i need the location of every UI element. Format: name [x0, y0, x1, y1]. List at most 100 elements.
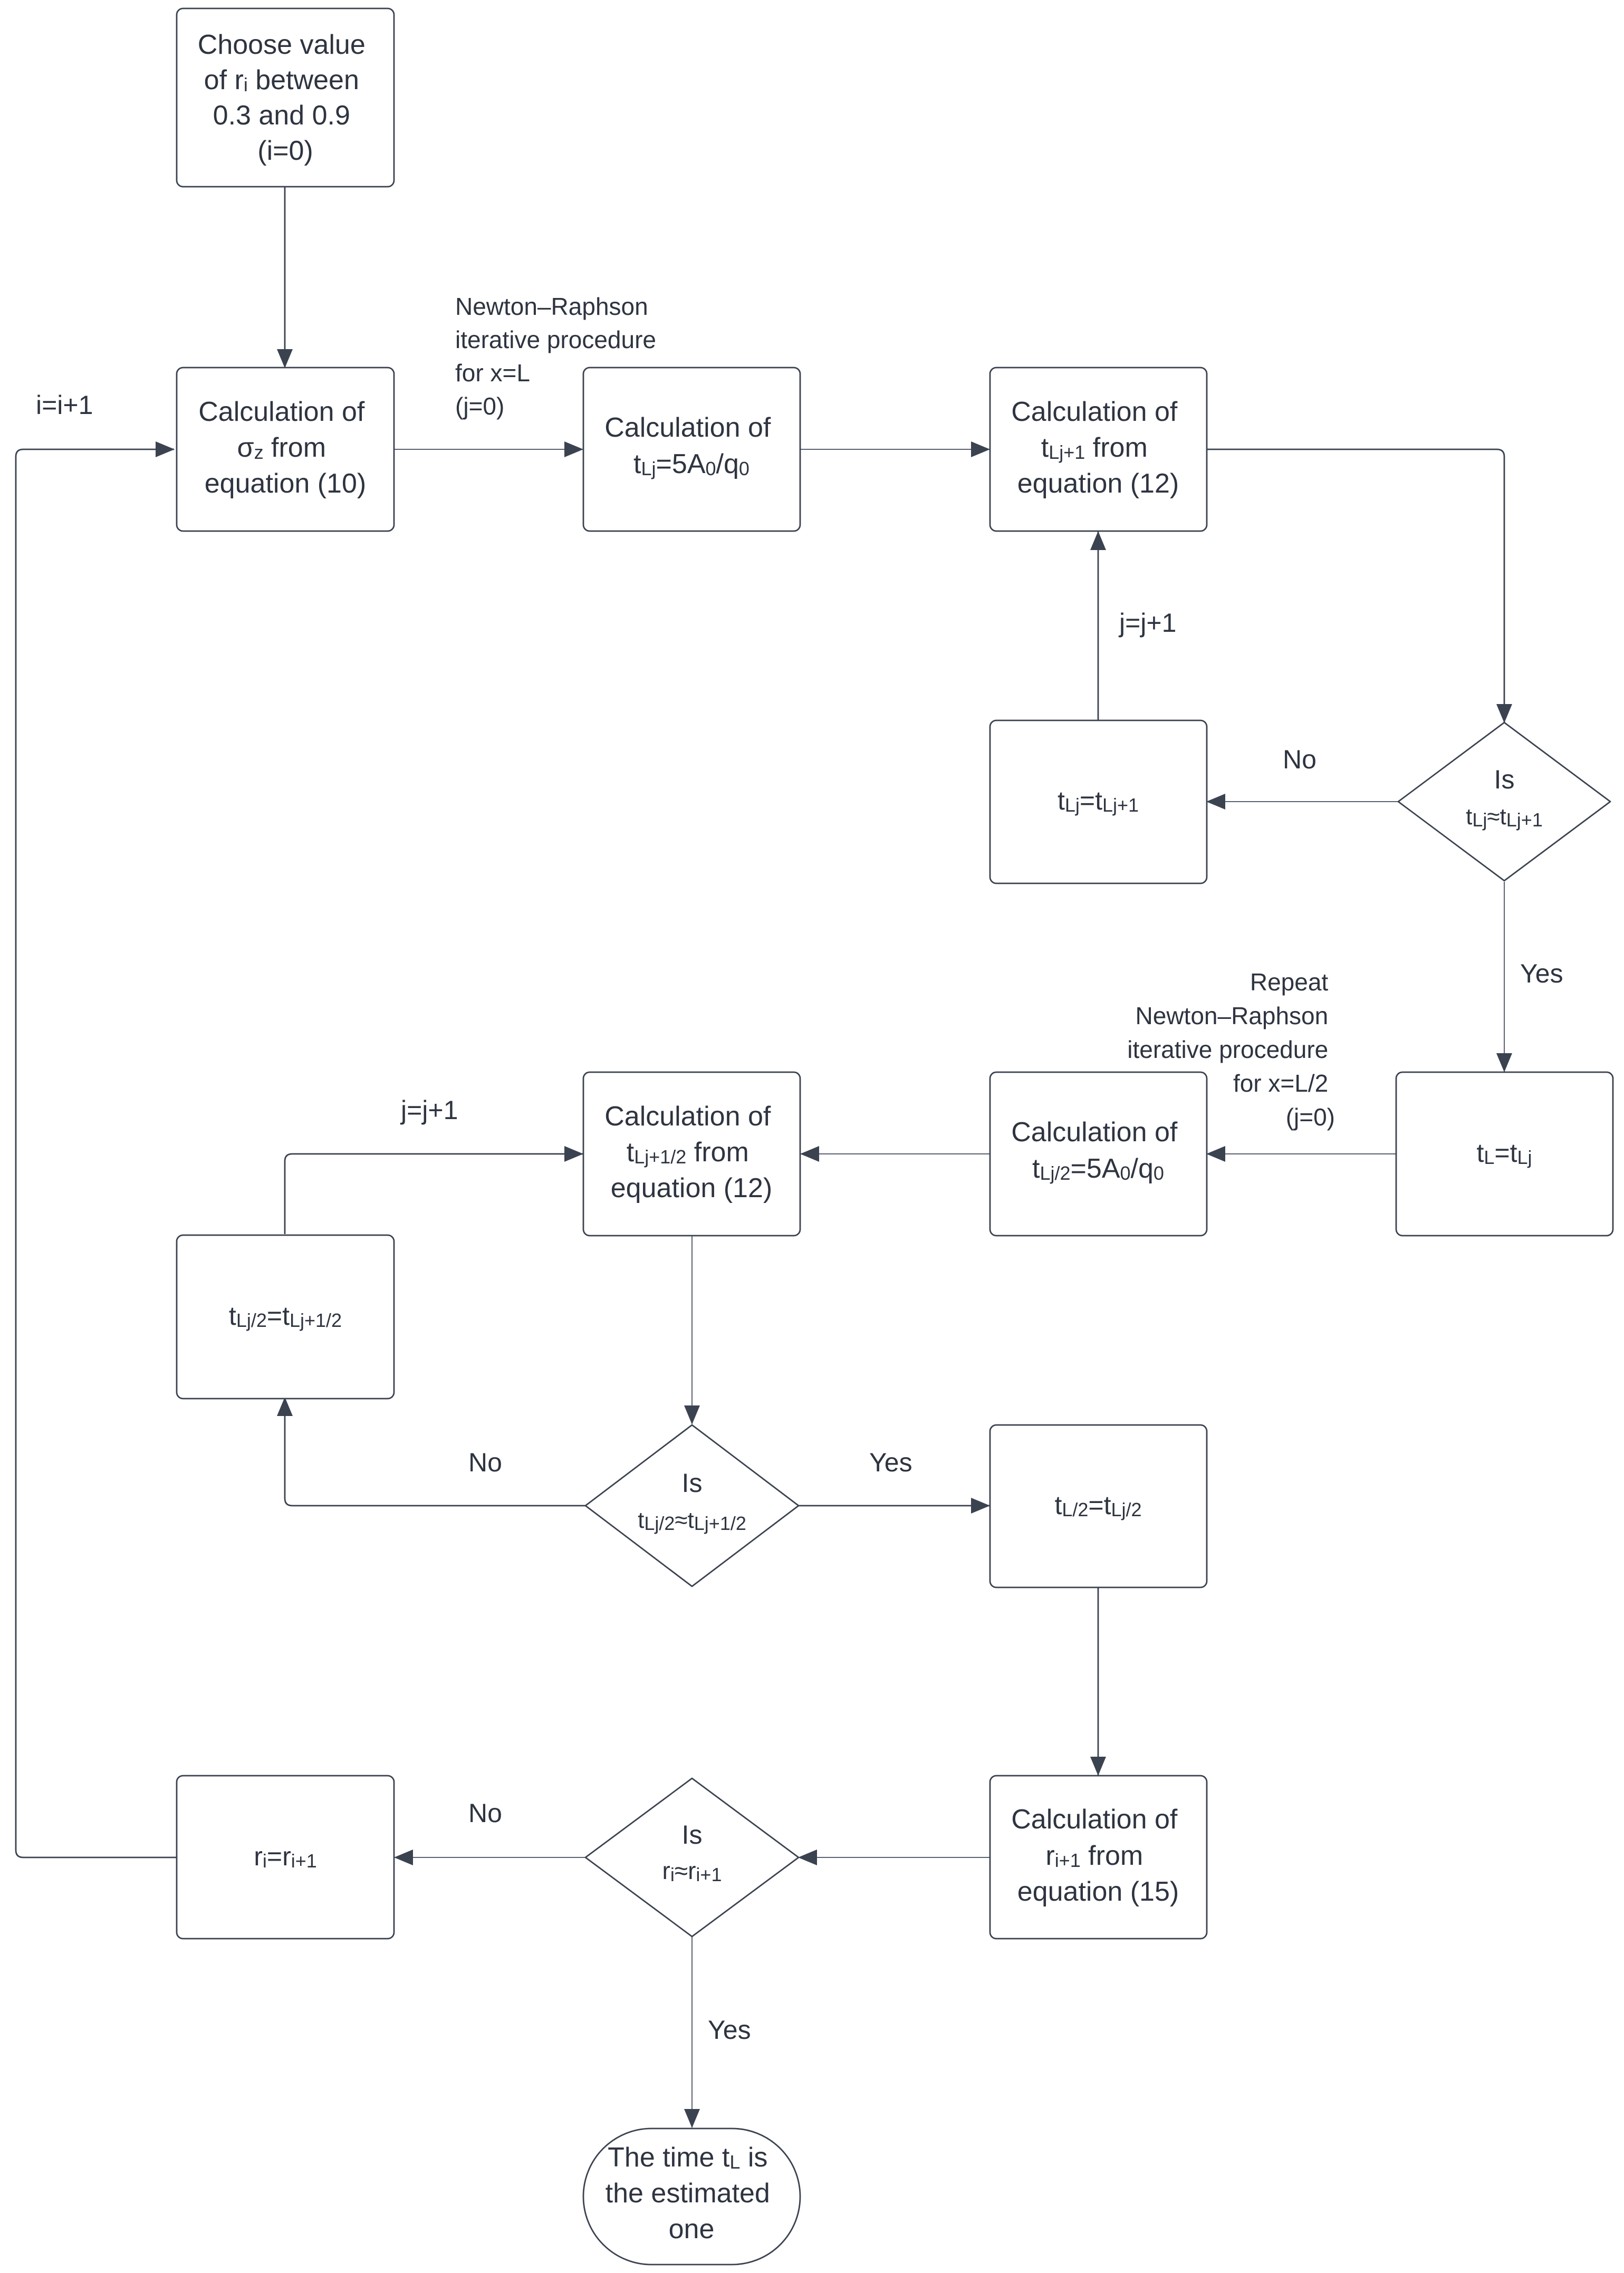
svg-text:Is: Is [1494, 765, 1515, 794]
start-line1: Choose value [198, 30, 366, 60]
connectors [15, 187, 1512, 2128]
assign-tl2-b: =t [1088, 1490, 1111, 1520]
start-line2-post: between [248, 65, 359, 95]
assign-tl-sub1: L [1484, 1147, 1494, 1168]
start-line2-sub: i [244, 74, 248, 95]
end-line2: the estimated [606, 2178, 770, 2209]
calc-tlj2-q: /q [1131, 1153, 1154, 1184]
label-no1: No [1283, 745, 1317, 774]
assign-tlj-sub1: Lj [1065, 794, 1080, 816]
assign-tlj-sub2: Lj+1 [1102, 794, 1139, 816]
calc-tlj12-line1: Calculation of [604, 1101, 771, 1132]
label-newton1-line2: iterative procedure [455, 326, 656, 353]
calc-tlj-t: t [633, 449, 641, 479]
label-newton1-line1: Newton–Raphson [455, 293, 648, 320]
label-newton2-line2: Newton–Raphson [1136, 1002, 1329, 1029]
svg-text:Calculation of tLj+1 fro: Calculation of tLj+1 from equation (12) [1011, 397, 1185, 499]
label-yes3: Yes [708, 2015, 751, 2045]
svg-text:tLj≈tLj+1: tLj≈tLj+1 [1466, 804, 1543, 831]
arrow-i-loop [15, 441, 177, 1858]
calc-tlj2-t: t [1032, 1153, 1040, 1184]
assign-r-sub1: i [263, 1850, 267, 1872]
assign-tl-sub2: Lj [1517, 1147, 1532, 1168]
calc-tlj1-sub: Lj+1 [1049, 441, 1085, 463]
end-line1: The time t [608, 2142, 730, 2173]
calc-tlj12-from: from [686, 1137, 748, 1168]
calc-sigma-line1: Calculation of [198, 397, 365, 427]
arrow-j-loop2 [284, 1146, 583, 1234]
decision-tl2-line1: Is [682, 1468, 703, 1498]
svg-text:Newton–Raphson iterative: Newton–Raphson iterative procedure for x… [455, 293, 663, 420]
calc-ri1-line1: Calculation of [1011, 1804, 1178, 1835]
assign-r-a: r [254, 1842, 263, 1871]
calc-ri1-line3: equation (15) [1017, 1876, 1179, 1907]
calc-tlj1-t: t [1041, 432, 1049, 463]
decision-tl-approx: ≈t [1487, 804, 1506, 830]
svg-text:The time tL is the estim: The time tL is the estimated one [606, 2142, 778, 2245]
decision-r-sub2: i+1 [696, 1864, 722, 1885]
arrow-decision2-no [277, 1397, 585, 1507]
calc-ri1-sub: i+1 [1055, 1850, 1081, 1871]
decision-tl2-diamond: Is tLj/2≈tLj+1/2 [584, 1424, 800, 1587]
assign-tl2-sub1: L/2 [1062, 1499, 1088, 1520]
label-no3: No [468, 1798, 502, 1828]
assign-tlj-b: =t [1080, 786, 1102, 815]
label-i-loop: i=i+1 [36, 390, 93, 420]
assign-tlj2-box: tLj/2=tLj+1/2 [176, 1234, 395, 1400]
assign-r-sub2: i+1 [291, 1850, 317, 1872]
start-line3: 0.3 and 0.9 [213, 100, 350, 131]
assign-tlj2-a: t [229, 1301, 236, 1331]
calc-sigma-line3: equation (10) [205, 468, 366, 499]
calc-tlj-line1: Calculation of [604, 412, 771, 443]
calc-ri1-box: Calculation of ri+1 from equation (15) [989, 1775, 1208, 1940]
assign-tlj-a: t [1058, 786, 1065, 815]
label-j-loop2: j=j+1 [400, 1095, 458, 1125]
calc-tlj12-box: Calculation of tLj+1/2 from equation (12… [582, 1071, 801, 1237]
calc-sigma-line2-post: from [264, 432, 326, 463]
calc-tlj1-line1: Calculation of [1011, 397, 1178, 427]
calc-sigma-line2: σ [237, 432, 254, 463]
decision-r-r: r [662, 1857, 670, 1884]
assign-tl2-a: t [1054, 1490, 1062, 1520]
assign-r-b: =r [267, 1842, 291, 1871]
label-newton2-line1: Repeat [1250, 968, 1329, 996]
calc-tlj1-box: Calculation of tLj+1 from equation (12) [989, 367, 1208, 532]
svg-text:Choose value of ri betwe: Choose value of ri between 0.3 and 0.9 (… [198, 30, 373, 166]
label-yes1: Yes [1520, 959, 1563, 988]
decision-tl-line1: Is [1494, 765, 1515, 794]
calc-tlj-sub3: 0 [739, 458, 749, 479]
calc-tlj2-sub1: Lj/2 [1040, 1162, 1070, 1184]
label-newton2-line4: for x=L/2 [1233, 1070, 1328, 1097]
decision-tl2-sub2: Lj+1/2 [694, 1513, 746, 1534]
svg-text:tL=tLj: tL=tLj [1476, 1138, 1532, 1168]
calc-sigma-box: Calculation of σz from equation (10) [176, 367, 395, 532]
decision-tl-sub2: Lj+1 [1506, 809, 1543, 831]
calc-tlj-sub2: 0 [706, 458, 716, 479]
calc-ri1-from: from [1081, 1841, 1143, 1871]
calc-tlj2-box: Calculation of tLj/2=5A0/q0 [989, 1071, 1208, 1237]
assign-tl-b: =t [1494, 1138, 1517, 1168]
svg-text:Is: Is [682, 1820, 703, 1850]
end-line1-post: is [740, 2142, 767, 2173]
calc-tlj2-line1: Calculation of [1011, 1117, 1178, 1148]
calc-tlj2-sub2: 0 [1120, 1162, 1131, 1184]
decision-tl2-t: t [638, 1507, 644, 1533]
decision-tl2-sub1: Lj/2 [644, 1513, 675, 1534]
svg-text:Is: Is [682, 1468, 703, 1498]
svg-text:Calculation of tLj=5A0/q: Calculation of tLj=5A0/q0 [604, 412, 779, 479]
label-newton2-line5: (j=0) [1286, 1103, 1335, 1131]
svg-text:Calculation of σz from: Calculation of σz from equation (10) [198, 397, 372, 499]
calc-tlj2-sub3: 0 [1154, 1162, 1164, 1184]
calc-tlj2-eq: =5A [1071, 1153, 1120, 1184]
svg-text:tLj=tLj+1: tLj=tLj+1 [1058, 786, 1139, 816]
decision-r-approx: ≈r [675, 1857, 696, 1884]
svg-text:ri=ri+1: ri=ri+1 [254, 1842, 317, 1872]
start-line4: (i=0) [257, 136, 313, 166]
end-line3: one [669, 2214, 715, 2245]
decision-r-sub1: i [670, 1864, 675, 1885]
calc-sigma-sub: z [254, 441, 264, 463]
calc-tlj1-from: from [1085, 432, 1147, 463]
label-yes2: Yes [869, 1448, 912, 1477]
svg-text:ri≈ri+1: ri≈ri+1 [662, 1857, 722, 1885]
